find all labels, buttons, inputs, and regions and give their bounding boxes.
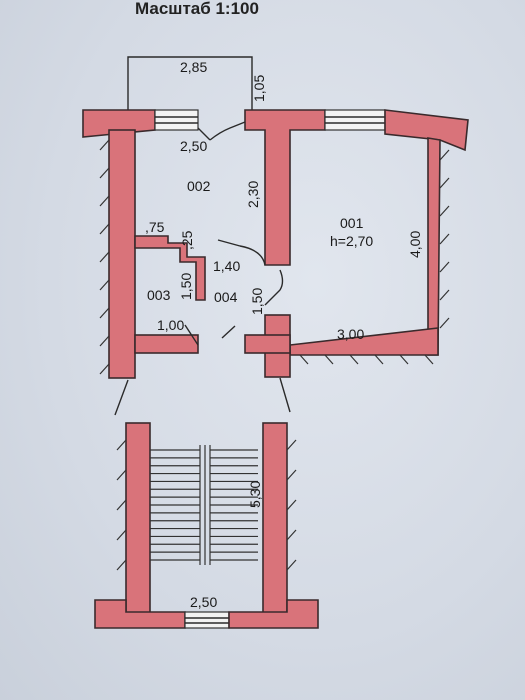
window-top-left bbox=[154, 109, 199, 131]
wall-bottom-left bbox=[134, 334, 199, 354]
hatching-right bbox=[439, 149, 450, 329]
window-stair bbox=[184, 611, 230, 629]
dim-step-75: ,75 bbox=[145, 219, 165, 235]
dim-room001-width: 3,00 bbox=[337, 326, 364, 342]
wall-stair-left bbox=[125, 422, 151, 616]
room-number-002: 002 bbox=[187, 178, 211, 194]
dim-stair-width: 2,50 bbox=[190, 594, 217, 610]
dim-balcony-depth: 1,05 bbox=[251, 75, 267, 102]
hatching-stair bbox=[116, 439, 297, 571]
door-003 bbox=[184, 324, 236, 346]
dim-room001-length: 4,00 bbox=[407, 231, 423, 258]
dim-step-25: ,25 bbox=[179, 230, 195, 250]
balcony-door bbox=[197, 121, 246, 141]
wall-right bbox=[427, 137, 441, 356]
wall-stair-right bbox=[262, 422, 288, 616]
dim-room003-length: 1,50 bbox=[178, 273, 194, 300]
door-004 bbox=[264, 269, 284, 306]
balcony-outline bbox=[127, 56, 253, 112]
entrance-door bbox=[114, 377, 291, 416]
dim-room004-length: 1,50 bbox=[249, 288, 265, 315]
room-number-004: 004 bbox=[214, 289, 238, 305]
wall-stair-bottom-right bbox=[228, 599, 319, 629]
hatching-bottom bbox=[299, 354, 434, 365]
room-number-003: 003 bbox=[147, 287, 171, 303]
wall-cross-horizontal bbox=[244, 334, 291, 354]
stair-flight bbox=[150, 445, 258, 565]
wall-left bbox=[108, 129, 136, 379]
dim-balcony-width: 2,85 bbox=[180, 59, 207, 75]
dim-room003-width: 1,00 bbox=[157, 317, 184, 333]
wall-top-right bbox=[384, 109, 469, 152]
room-number-001: 001 bbox=[340, 215, 364, 231]
dim-room002-width: 2,50 bbox=[180, 138, 207, 154]
door-002 bbox=[217, 239, 266, 266]
room-height-001: h=2,70 bbox=[330, 233, 373, 249]
scale-title: Масштаб 1:100 bbox=[135, 0, 259, 18]
dim-room002-length: 2,30 bbox=[245, 181, 261, 208]
window-top-right bbox=[324, 109, 386, 131]
hatching-left bbox=[99, 139, 110, 375]
dim-stair-length: 5,30 bbox=[247, 481, 263, 508]
wall-inner-003 bbox=[134, 235, 206, 301]
dim-room004-width: 1,40 bbox=[213, 258, 240, 274]
